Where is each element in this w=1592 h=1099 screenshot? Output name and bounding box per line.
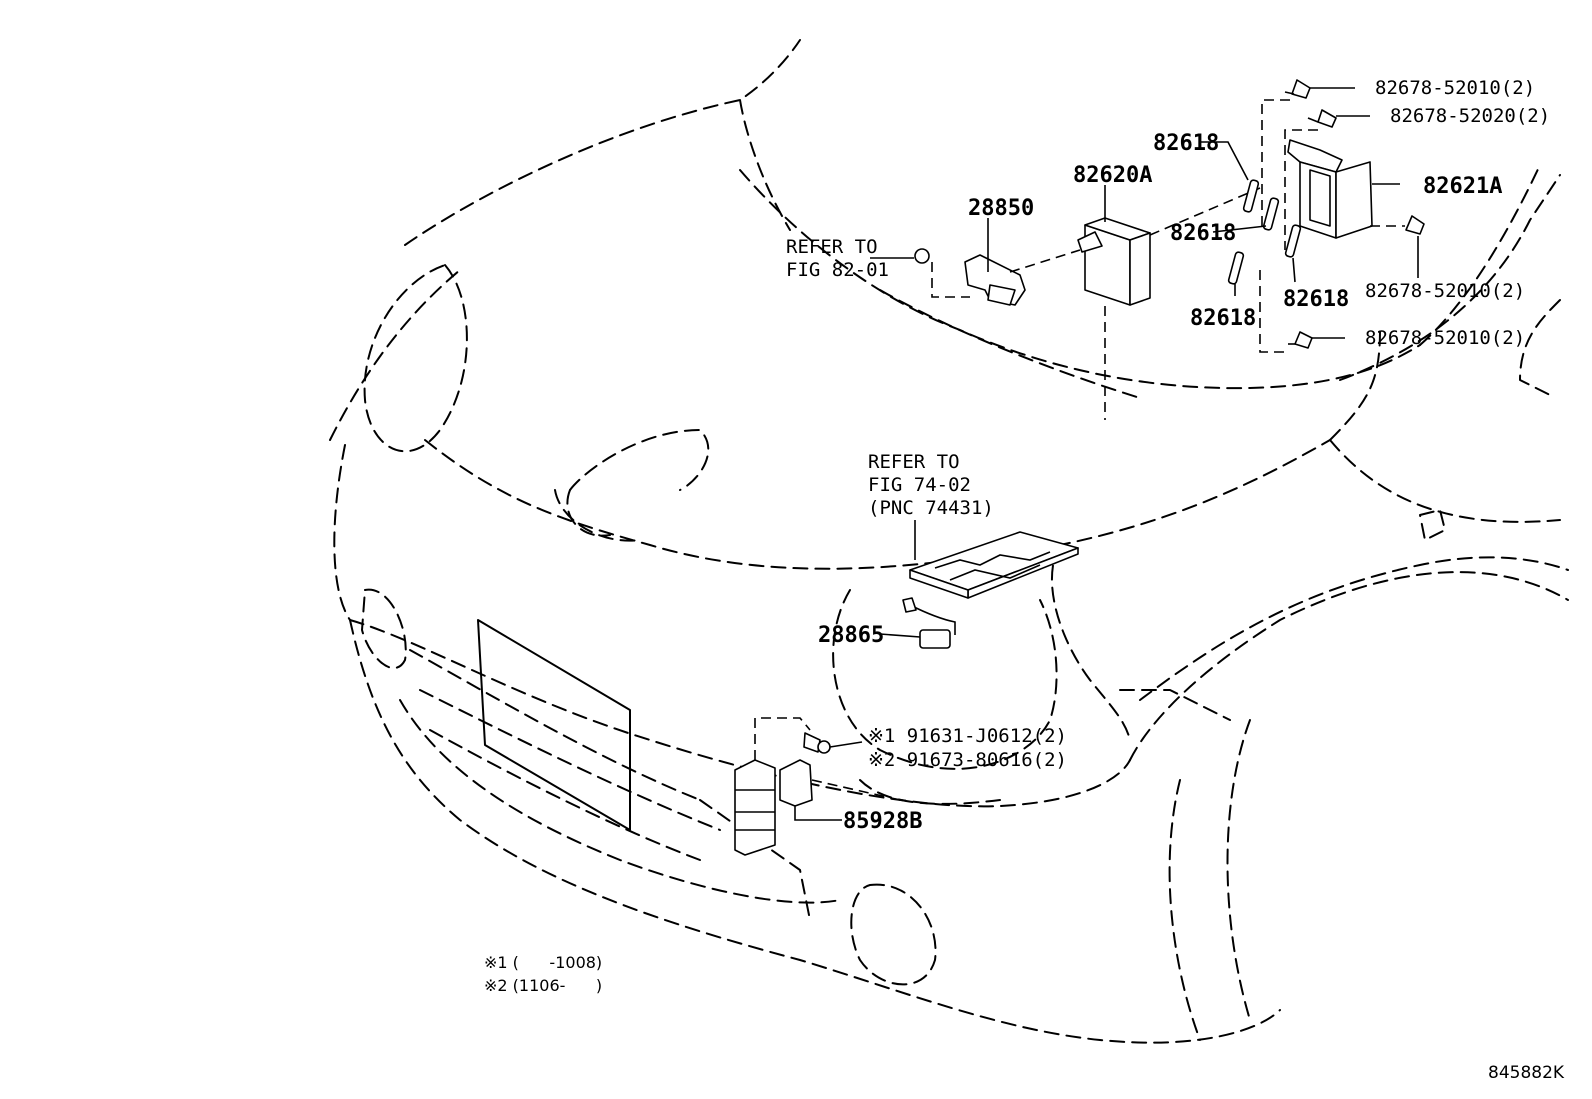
fuse-clip-icons	[1200, 141, 1302, 296]
part-label: 82678-52020(2)	[1390, 105, 1550, 127]
reference-label-82-01: REFER TO FIG 82-01	[786, 236, 889, 281]
nut-icon	[870, 248, 970, 298]
part-label: 82618	[1153, 131, 1219, 156]
figure-id: 845882K	[1488, 1063, 1565, 1083]
part-label: 82678-52010(2)	[1375, 77, 1535, 99]
part-label: 28850	[968, 196, 1034, 221]
reference-line: (PNC 74431)	[868, 497, 994, 519]
part-label: 82678-52010(2)	[1365, 280, 1525, 302]
part-label: 85928B	[843, 809, 922, 834]
footnotes: ※1 ( -1008) ※2 (1106- )	[484, 953, 602, 995]
part-82620A-module	[1009, 185, 1151, 420]
reference-line: FIG 74-02	[868, 474, 971, 496]
part-label: ※1 91631-J0612(2)	[868, 725, 1067, 747]
footnote: ※2 (1106- )	[484, 976, 602, 995]
part-28865-sensor	[879, 597, 956, 649]
reference-line: REFER TO	[786, 236, 878, 258]
part-82621A-cover	[1287, 139, 1400, 239]
part-label: 82620A	[1073, 163, 1152, 188]
part-label: 82618	[1190, 306, 1256, 331]
part-label: 28865	[818, 623, 884, 648]
part-label: ※2 91673-80616(2)	[868, 749, 1067, 771]
footnote: ※1 ( -1008)	[484, 953, 602, 972]
reference-line: FIG 82-01	[786, 259, 889, 281]
part-28850-bracket	[964, 218, 1026, 306]
reference-label-74-02: REFER TO FIG 74-02 (PNC 74431)	[868, 451, 994, 519]
part-label: 82618	[1283, 287, 1349, 312]
leader-dash	[1149, 187, 1261, 236]
part-label: 82618	[1170, 221, 1236, 246]
part-tray-74431	[909, 520, 1079, 599]
bolt-icons	[1259, 79, 1425, 353]
reference-line: REFER TO	[868, 451, 960, 473]
part-85928B-relay	[734, 717, 901, 856]
car-body-outline	[329, 39, 1569, 1044]
part-label: 82678-52010(2)	[1365, 327, 1525, 349]
part-label: 82621A	[1423, 174, 1502, 199]
